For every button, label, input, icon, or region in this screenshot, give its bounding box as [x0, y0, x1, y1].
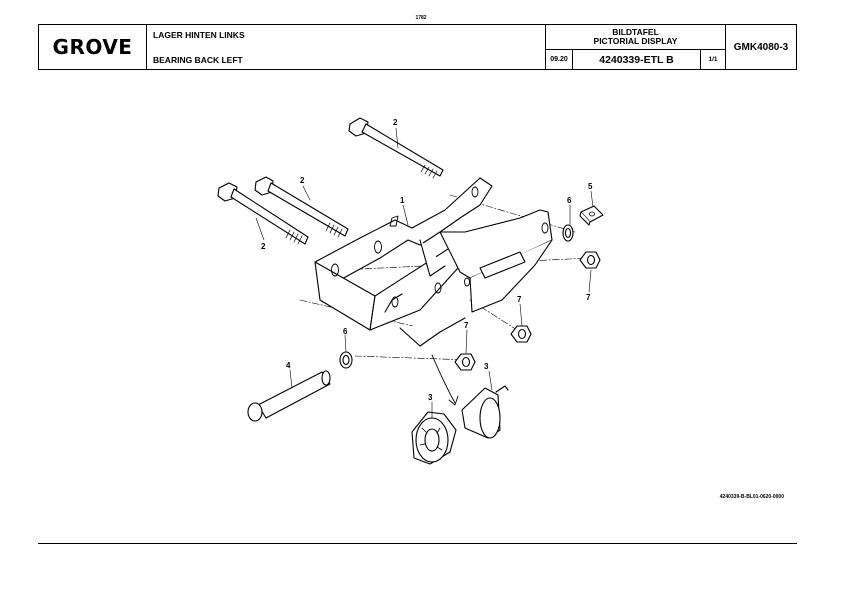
- crane-model: GMK4080-3: [733, 41, 789, 53]
- bolt-top: [348, 117, 444, 179]
- leader-lines: [255, 127, 594, 419]
- display-type-cell: BILDTAFEL PICTORIAL DISPLAY: [546, 25, 726, 50]
- callout-3-cone: 3: [484, 362, 489, 371]
- callout-2-top: 2: [393, 118, 398, 127]
- callout-7-right: 7: [586, 293, 591, 302]
- description-german: LAGER HINTEN LINKS: [153, 30, 245, 40]
- document-number: 4240339-ETL B: [573, 50, 701, 69]
- bracket-assembly: [314, 177, 553, 347]
- page-number: 1782: [415, 15, 427, 21]
- assembly-arrow: [431, 354, 459, 406]
- bracket-holes: [331, 186, 549, 308]
- nut-middle: [510, 325, 532, 343]
- drawing-reference-number: 4240339-B-BL01-0620-0000: [719, 494, 784, 500]
- pin-part-4: [247, 370, 331, 422]
- description-english: BEARING BACK LEFT: [153, 55, 243, 65]
- bolt-bottom: [217, 182, 309, 245]
- display-type-english: PICTORIAL DISPLAY: [593, 36, 678, 46]
- nut-right: [579, 251, 601, 269]
- callout-3-ring: 3: [428, 393, 433, 402]
- callout-5: 5: [588, 182, 593, 191]
- washer-right: [562, 224, 574, 242]
- buffer-part-3-ring: [411, 411, 457, 465]
- callout-2-middle: 2: [300, 176, 305, 185]
- sheet-number: 1/1: [701, 50, 726, 69]
- callout-labels: 2 2 2 1 5 6 7 7 7 6 4 3 3: [261, 118, 593, 402]
- callout-7-middle: 7: [517, 295, 522, 304]
- bottom-rule: [38, 543, 797, 544]
- plate-part-5: [579, 205, 604, 226]
- callout-6-left: 6: [343, 327, 348, 336]
- grove-logo: GROVE: [39, 25, 147, 69]
- callout-7-left: 7: [464, 321, 469, 330]
- title-block: GROVE LAGER HINTEN LINKS BEARING BACK LE…: [38, 24, 797, 70]
- display-type-german: BILDTAFEL: [612, 27, 659, 37]
- callout-2-bottom: 2: [261, 242, 266, 251]
- description-cell: LAGER HINTEN LINKS BEARING BACK LEFT: [147, 25, 546, 69]
- washer-left: [339, 351, 353, 369]
- issue-date: 09.20: [546, 50, 573, 69]
- nut-left: [454, 353, 476, 371]
- callout-6-right: 6: [567, 196, 572, 205]
- bolt-middle: [254, 176, 349, 238]
- buffer-part-3-cone: [461, 385, 509, 439]
- callout-4: 4: [286, 361, 291, 370]
- callout-1: 1: [400, 196, 405, 205]
